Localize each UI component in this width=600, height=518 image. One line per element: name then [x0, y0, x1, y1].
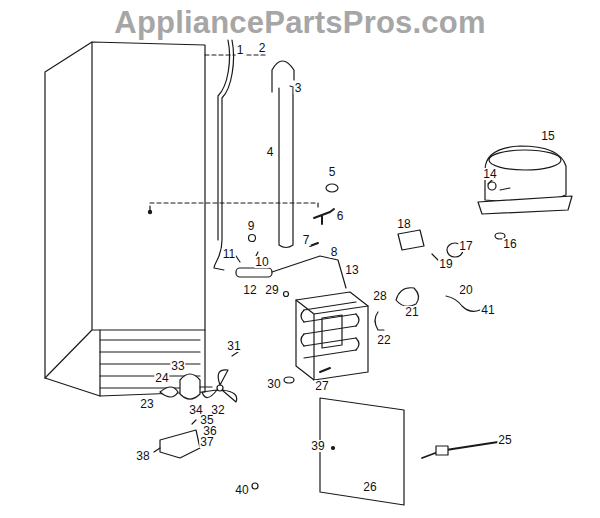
callout-number: 1	[236, 44, 245, 56]
callout-number: 19	[438, 258, 453, 270]
nut	[284, 377, 294, 383]
callout-number: 7	[302, 234, 311, 246]
callout-number: 8	[330, 246, 339, 258]
wire	[446, 296, 480, 311]
callout-number: 25	[497, 434, 512, 446]
callout-number: 31	[226, 340, 241, 352]
callout-number: 24	[154, 372, 169, 384]
tube	[279, 88, 293, 248]
callout-number: 5	[328, 166, 337, 178]
tube	[214, 40, 234, 270]
clip	[432, 254, 438, 260]
cabinet	[45, 42, 205, 396]
fan-blade	[202, 352, 238, 402]
callout-number: 15	[540, 130, 555, 142]
clip	[249, 235, 256, 242]
callout-number: 21	[404, 306, 419, 318]
relay	[398, 230, 424, 250]
callout-number: 11	[222, 248, 236, 260]
t-fitting	[314, 209, 334, 224]
callout-number: 13	[344, 264, 359, 276]
fan-shroud	[160, 387, 178, 397]
callout-number: 29	[264, 284, 279, 296]
fitting	[310, 243, 318, 246]
callout-number: 14	[482, 168, 497, 180]
screw	[284, 292, 289, 297]
clip	[375, 312, 384, 330]
bracket	[160, 430, 200, 458]
callout-number: 4	[266, 146, 275, 158]
grommet	[326, 184, 338, 192]
cover	[396, 288, 419, 307]
callout-number: 27	[314, 380, 329, 392]
power-cord	[422, 442, 498, 458]
callout-number: 12	[242, 284, 257, 296]
fan-motor	[180, 374, 200, 399]
callout-number: 41	[480, 304, 495, 316]
callout-number: 17	[458, 240, 473, 252]
drier	[236, 268, 272, 277]
tube	[218, 40, 230, 240]
callout-number: 20	[458, 284, 473, 296]
callout-number: 38	[135, 450, 150, 462]
tube	[272, 256, 346, 288]
shaft	[200, 386, 212, 387]
callout-number: 28	[372, 290, 387, 302]
callout-number: 2	[258, 42, 267, 54]
callout-number: 23	[139, 398, 154, 410]
screw	[154, 420, 196, 452]
callout-number: 3	[294, 82, 303, 94]
compressor	[478, 146, 572, 214]
callout-number: 22	[376, 334, 391, 346]
fitting	[320, 368, 330, 372]
hole	[332, 447, 335, 450]
watermark: AppliancePartsPros.com	[114, 7, 485, 38]
screw	[236, 256, 240, 262]
callout-number: 39	[310, 440, 325, 452]
callout-number: 37	[199, 436, 214, 448]
screw	[252, 483, 258, 489]
callout-number: 30	[266, 378, 281, 390]
callout-number: 26	[362, 481, 377, 493]
callout-number: 16	[502, 238, 517, 250]
callout-number: 18	[396, 218, 411, 230]
callout-number: 10	[254, 256, 269, 268]
u-bend	[272, 61, 294, 92]
callout-number: 6	[336, 210, 345, 222]
callout-number: 40	[234, 484, 249, 496]
callout-number: 33	[170, 360, 185, 372]
callout-number: 9	[247, 220, 256, 232]
condenser	[296, 292, 368, 380]
plug	[436, 446, 448, 455]
panel	[320, 398, 404, 505]
